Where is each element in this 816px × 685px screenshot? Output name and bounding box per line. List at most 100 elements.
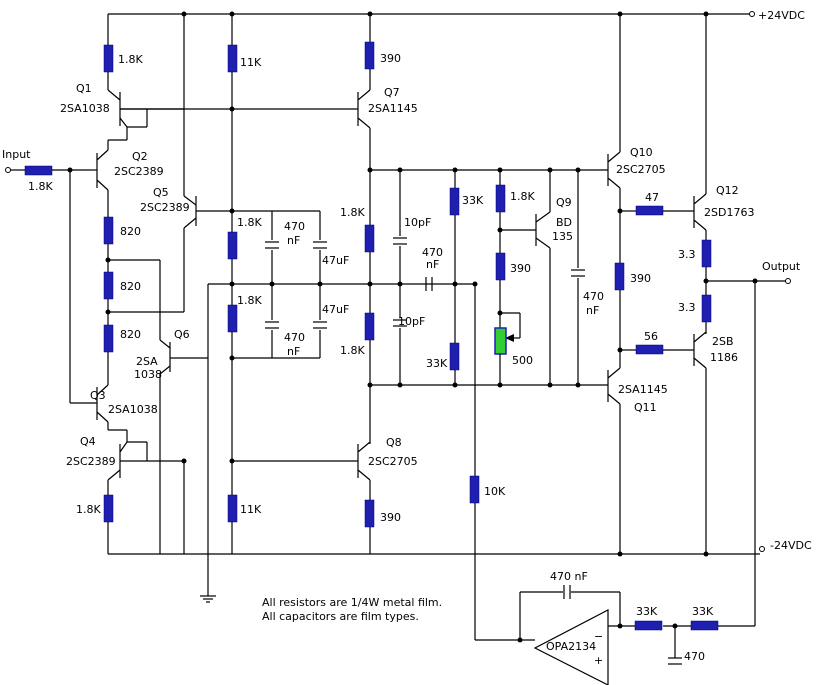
q5-part-label: 2SC2389 (140, 201, 190, 214)
resistor-390-q8-label: 390 (380, 511, 401, 524)
resistor-11k-top-label: 11K (240, 56, 262, 69)
cap-470nf-b-unit: nF (287, 345, 300, 358)
transistor-q1 (107, 89, 184, 140)
output-label: Output (762, 260, 801, 273)
resistor-47-label: 47 (645, 191, 659, 204)
resistor-1k8-left-a-label: 1.8K (237, 216, 262, 229)
resistor-390-driver (614, 262, 625, 291)
q2-part-label: 2SC2389 (114, 165, 164, 178)
resistor-390-q9-label: 390 (510, 262, 531, 275)
resistor-820-c-label: 820 (120, 328, 141, 341)
resistor-820-c (103, 324, 114, 353)
bias-trimmer-pot[interactable] (494, 327, 507, 355)
q8-part-label: 2SC2705 (368, 455, 418, 468)
positive-rail-label: +24VDC (758, 9, 805, 22)
q11-part-label: 2SA1145 (618, 383, 668, 396)
resistor-820-a (103, 216, 114, 245)
cap-10pf-a-label: 10pF (404, 216, 431, 229)
q1-label: Q1 (76, 82, 92, 95)
resistor-3r3-b-label: 3.3 (678, 301, 696, 314)
cap-470nf-coupling-unit: nF (426, 258, 439, 271)
resistor-33k-top-label: 33K (462, 194, 484, 207)
q5-label: Q5 (153, 186, 169, 199)
input-resistor-label: 1.8K (28, 180, 53, 193)
resistor-56 (635, 344, 664, 355)
transistor-q2 (90, 139, 127, 217)
resistor-390-q7-label: 390 (380, 52, 401, 65)
opamp-minus-label: − (594, 630, 603, 643)
q6-part-label-1: 2SA (136, 355, 158, 368)
cap-470nf-a-value: 470 (284, 220, 305, 233)
q4-part-label: 2SC2389 (66, 455, 116, 468)
transistor-q11 (607, 367, 621, 554)
resistor-3r3-b (701, 294, 712, 323)
q9-part-label-1: BD (556, 216, 572, 229)
resistor-10k (469, 475, 480, 504)
input-terminal[interactable] (5, 165, 91, 176)
cap-10pf-b-label: 10pF (398, 315, 425, 328)
resistor-1k8-left-b-label: 1.8K (237, 294, 262, 307)
q1-part-label: 2SA1038 (60, 102, 110, 115)
q8-label: Q8 (386, 436, 402, 449)
opamp-opa2134 (533, 609, 609, 685)
negative-rail-label: -24VDC (770, 539, 812, 552)
q4-emitter-resistor (103, 494, 114, 523)
q6-label: Q6 (174, 328, 190, 341)
q13-part-label-2: 1186 (710, 351, 738, 364)
cap-470nf-coupling-value: 470 (422, 246, 443, 259)
resistor-390-driver-label: 390 (630, 272, 651, 285)
resistor-11k-bottom-label: 11K (240, 503, 262, 516)
resistor-470-bottom-label: 470 (684, 650, 705, 663)
resistor-56-label: 56 (644, 330, 658, 343)
cap-470nf-a-unit: nF (287, 234, 300, 247)
q2-label: Q2 (132, 150, 148, 163)
resistor-33k-top (449, 187, 460, 216)
transistor-q3 (96, 384, 127, 431)
resistor-820-a-label: 820 (120, 225, 141, 238)
resistor-390-q7 (364, 41, 375, 70)
resistor-33k-a (634, 620, 663, 631)
resistor-33k-b (690, 620, 719, 631)
transistor-q7 (232, 89, 371, 225)
resistor-47 (635, 205, 664, 216)
resistor-33k-b-label: 33K (692, 605, 714, 618)
transistor-q4 (107, 430, 184, 495)
transistor-q10 (607, 151, 621, 263)
q12-label: Q12 (716, 184, 739, 197)
cap-470nf-driver-value: 470 (583, 290, 604, 303)
q7-label: Q7 (384, 86, 400, 99)
resistor-10k-label: 10K (484, 485, 506, 498)
q10-label: Q10 (630, 146, 653, 159)
cap-470nf-b-value: 470 (284, 331, 305, 344)
transistor-q12 (693, 193, 707, 240)
resistor-3r3-a (701, 239, 712, 268)
opamp-plus-label: + (594, 654, 603, 667)
q3-part-label: 2SA1038 (108, 403, 158, 416)
q11-label: Q11 (634, 401, 657, 414)
resistor-1k8-mid-b-label: 1.8K (340, 344, 365, 357)
resistor-820-b (103, 271, 114, 300)
resistor-11k-bottom (227, 494, 238, 523)
q1-emitter-resistor (103, 44, 114, 73)
positive-rail (108, 11, 755, 17)
q6-part-label-2: 1038 (134, 368, 162, 381)
cap-47uf-a-label: 47uF (322, 254, 349, 267)
q4-label: Q4 (80, 435, 96, 448)
resistor-11k-top (227, 44, 238, 73)
cap-470nf-driver-unit: nF (586, 304, 599, 317)
bias-trimmer-pot-label: 500 (512, 354, 533, 367)
opamp-label: OPA2134 (546, 640, 596, 653)
resistor-3r3-a-label: 3.3 (678, 248, 696, 261)
q3-label: Q3 (90, 389, 106, 402)
resistor-33k-bottom (449, 342, 460, 371)
q9-label: Q9 (556, 196, 572, 209)
resistor-820-b-label: 820 (120, 280, 141, 293)
q4-emitter-resistor-label: 1.8K (76, 503, 101, 516)
q13-part-label-1: 2SB (712, 335, 734, 348)
q10-part-label: 2SC2705 (616, 163, 666, 176)
resistor-33k-a-label: 33K (636, 605, 658, 618)
resistor-1k8-left-a (227, 231, 238, 260)
output-terminal[interactable] (785, 278, 791, 284)
resistor-1k8-mid-a (364, 224, 375, 253)
cap-47uf-b-label: 47uF (322, 303, 349, 316)
